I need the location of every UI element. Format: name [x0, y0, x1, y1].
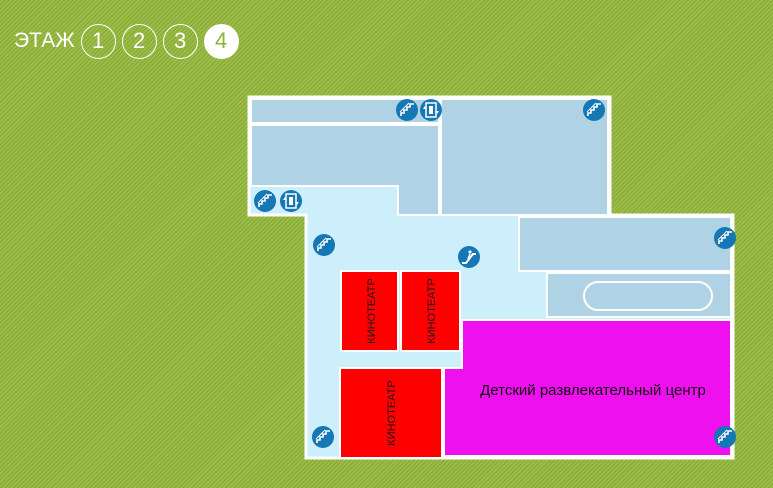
floor-selector: ЭТАЖ 1 2 3 4: [14, 22, 245, 60]
floor-button-4[interactable]: 4: [203, 23, 239, 59]
stairs-icon[interactable]: [713, 425, 737, 449]
stairs-icon[interactable]: [253, 189, 277, 213]
stairs-icon[interactable]: [312, 233, 336, 257]
cinema-label-2: КИНОТЕАТР: [426, 278, 438, 343]
service-room-east-upper: [518, 216, 732, 272]
stairs-icon[interactable]: [713, 226, 737, 250]
floor-button-3[interactable]: 3: [162, 23, 198, 59]
elevator-icon[interactable]: [419, 98, 443, 122]
kids-center-label: Детский развлекательный центр: [480, 382, 706, 399]
cinema-hall-1[interactable]: [340, 270, 399, 352]
cinema-label-1: КИНОТЕАТР: [366, 278, 378, 343]
stairs-icon[interactable]: [311, 425, 335, 449]
floor-button-1[interactable]: 1: [80, 23, 116, 59]
kids-entertainment-center[interactable]: [443, 319, 732, 457]
floor-label: ЭТАЖ: [14, 29, 75, 52]
elevator-icon[interactable]: [279, 189, 303, 213]
floor-button-2[interactable]: 2: [121, 23, 157, 59]
cinema-label-3: КИНОТЕАТР: [386, 380, 398, 445]
stairs-icon[interactable]: [582, 98, 606, 122]
stairs-icon[interactable]: [395, 98, 419, 122]
cinema-hall-3[interactable]: [339, 367, 443, 459]
service-room-left: [250, 124, 440, 216]
oval-feature: [583, 281, 713, 311]
cinema-hall-2[interactable]: [400, 270, 461, 352]
service-room-right-top: [440, 98, 609, 216]
escalator-icon[interactable]: [457, 245, 481, 269]
